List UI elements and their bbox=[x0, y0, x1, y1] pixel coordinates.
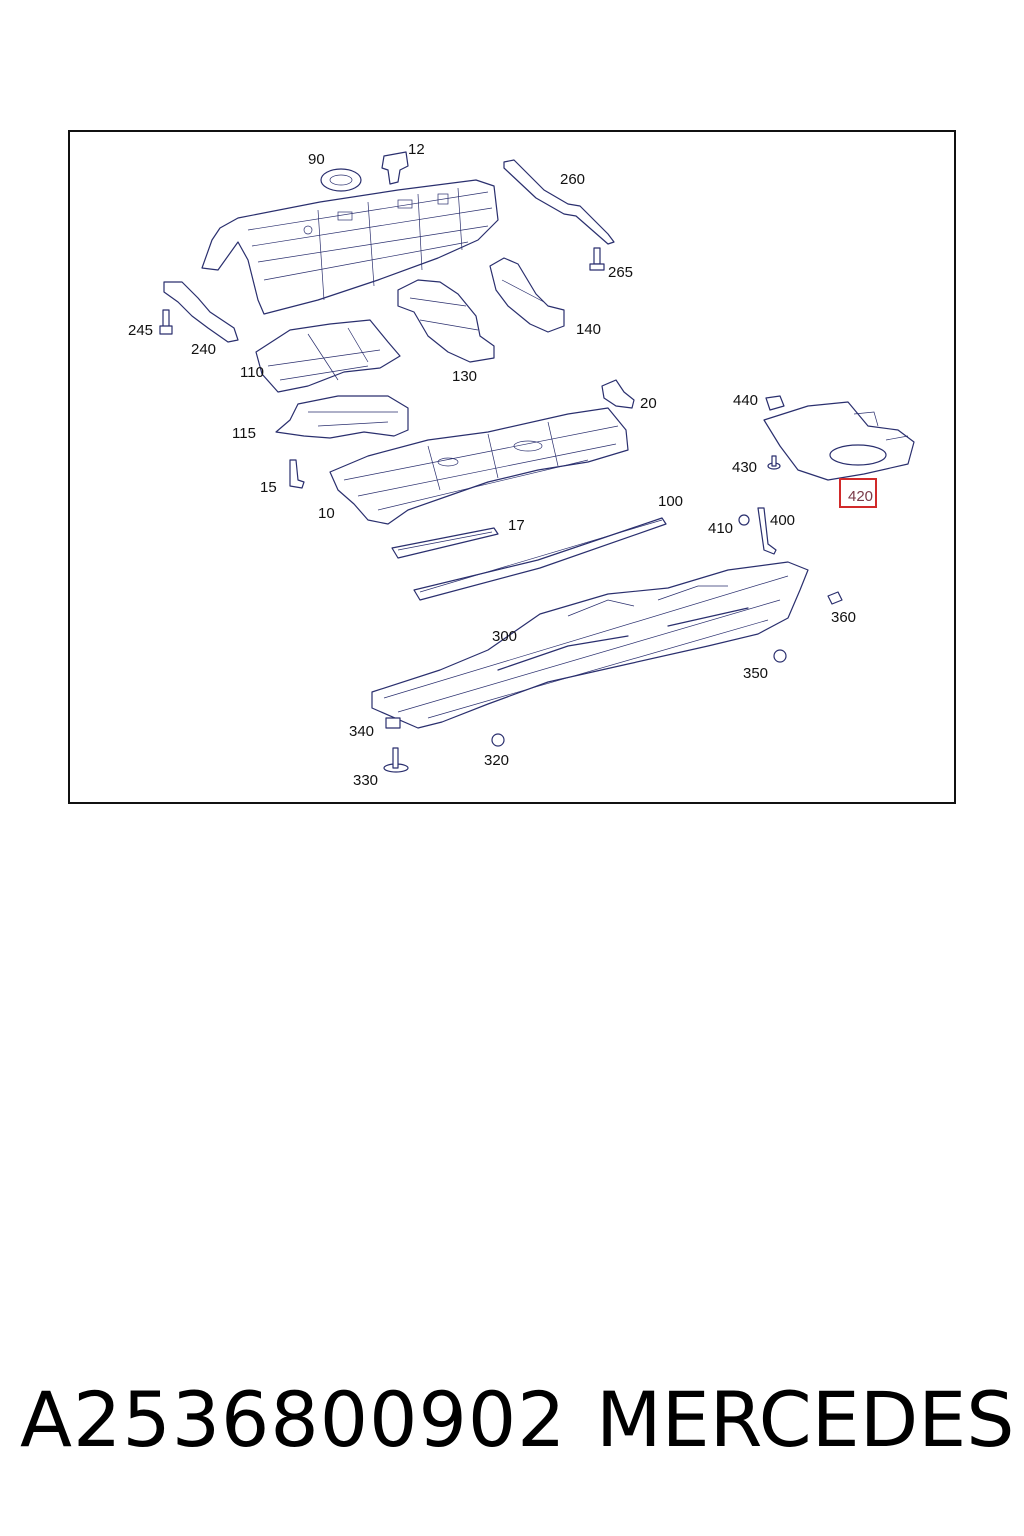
label-430: 430 bbox=[732, 459, 757, 476]
label-110: 110 bbox=[240, 364, 264, 381]
part-110-floor-front bbox=[255, 319, 401, 393]
part-firewall-panel bbox=[201, 179, 499, 315]
label-260: 260 bbox=[560, 171, 585, 188]
part-300-underbody-shield bbox=[371, 561, 809, 729]
label-420: 420 bbox=[848, 488, 873, 505]
part-320-nut bbox=[491, 733, 505, 747]
exploded-parts-diagram: 90 12 260 265 245 240 140 110 130 20 440… bbox=[128, 141, 915, 789]
part-330-fastener bbox=[383, 747, 409, 773]
part-420-underbody-panel bbox=[763, 401, 915, 481]
part-15-clip bbox=[289, 459, 305, 489]
part-20-bracket bbox=[601, 379, 635, 409]
label-15: 15 bbox=[260, 479, 277, 496]
part-12-bracket bbox=[381, 151, 409, 185]
label-17: 17 bbox=[508, 517, 525, 534]
part-130-tunnel bbox=[397, 279, 495, 363]
part-10-main-floor bbox=[329, 407, 629, 525]
part-440-clip bbox=[765, 395, 785, 411]
part-350-nut bbox=[773, 649, 787, 663]
label-330: 330 bbox=[353, 772, 378, 789]
part-260-bracket bbox=[503, 159, 615, 245]
part-240-brace bbox=[163, 281, 239, 343]
label-12: 12 bbox=[408, 141, 425, 158]
label-410: 410 bbox=[708, 520, 733, 537]
part-number: A2536800902 bbox=[20, 1375, 567, 1464]
label-350: 350 bbox=[743, 665, 768, 682]
label-265: 265 bbox=[608, 264, 633, 281]
label-400: 400 bbox=[770, 512, 795, 529]
label-100: 100 bbox=[658, 493, 683, 510]
label-20: 20 bbox=[640, 395, 657, 412]
diagram-frame bbox=[68, 130, 956, 804]
part-115-floor-plate bbox=[275, 395, 409, 439]
label-340: 340 bbox=[349, 723, 374, 740]
part-140-bracket bbox=[489, 257, 565, 333]
part-430-screw bbox=[767, 455, 781, 470]
part-265-bolt bbox=[589, 247, 605, 271]
label-300: 300 bbox=[492, 628, 517, 645]
label-115: 115 bbox=[232, 425, 256, 442]
label-320: 320 bbox=[484, 752, 509, 769]
label-245: 245 bbox=[128, 322, 153, 339]
part-360-clip bbox=[827, 591, 843, 605]
label-10: 10 bbox=[318, 505, 335, 522]
label-140: 140 bbox=[576, 321, 601, 338]
label-360: 360 bbox=[831, 609, 856, 626]
label-130: 130 bbox=[452, 368, 477, 385]
label-90: 90 bbox=[308, 151, 325, 168]
part-245-bolt bbox=[159, 309, 173, 335]
brand-name: MERCEDES bbox=[596, 1375, 1015, 1464]
part-90-grommet bbox=[320, 168, 362, 192]
label-440: 440 bbox=[733, 392, 758, 409]
highlight-box-420 bbox=[839, 478, 877, 508]
part-340-clip bbox=[385, 717, 401, 729]
part-410-nut bbox=[738, 514, 750, 526]
part-400-bracket bbox=[757, 507, 777, 555]
part-17-sill bbox=[391, 527, 499, 559]
caption: A2536800902 MERCEDES bbox=[0, 1370, 1024, 1480]
label-240: 240 bbox=[191, 341, 216, 358]
part-100-rocker-rail bbox=[413, 517, 667, 601]
